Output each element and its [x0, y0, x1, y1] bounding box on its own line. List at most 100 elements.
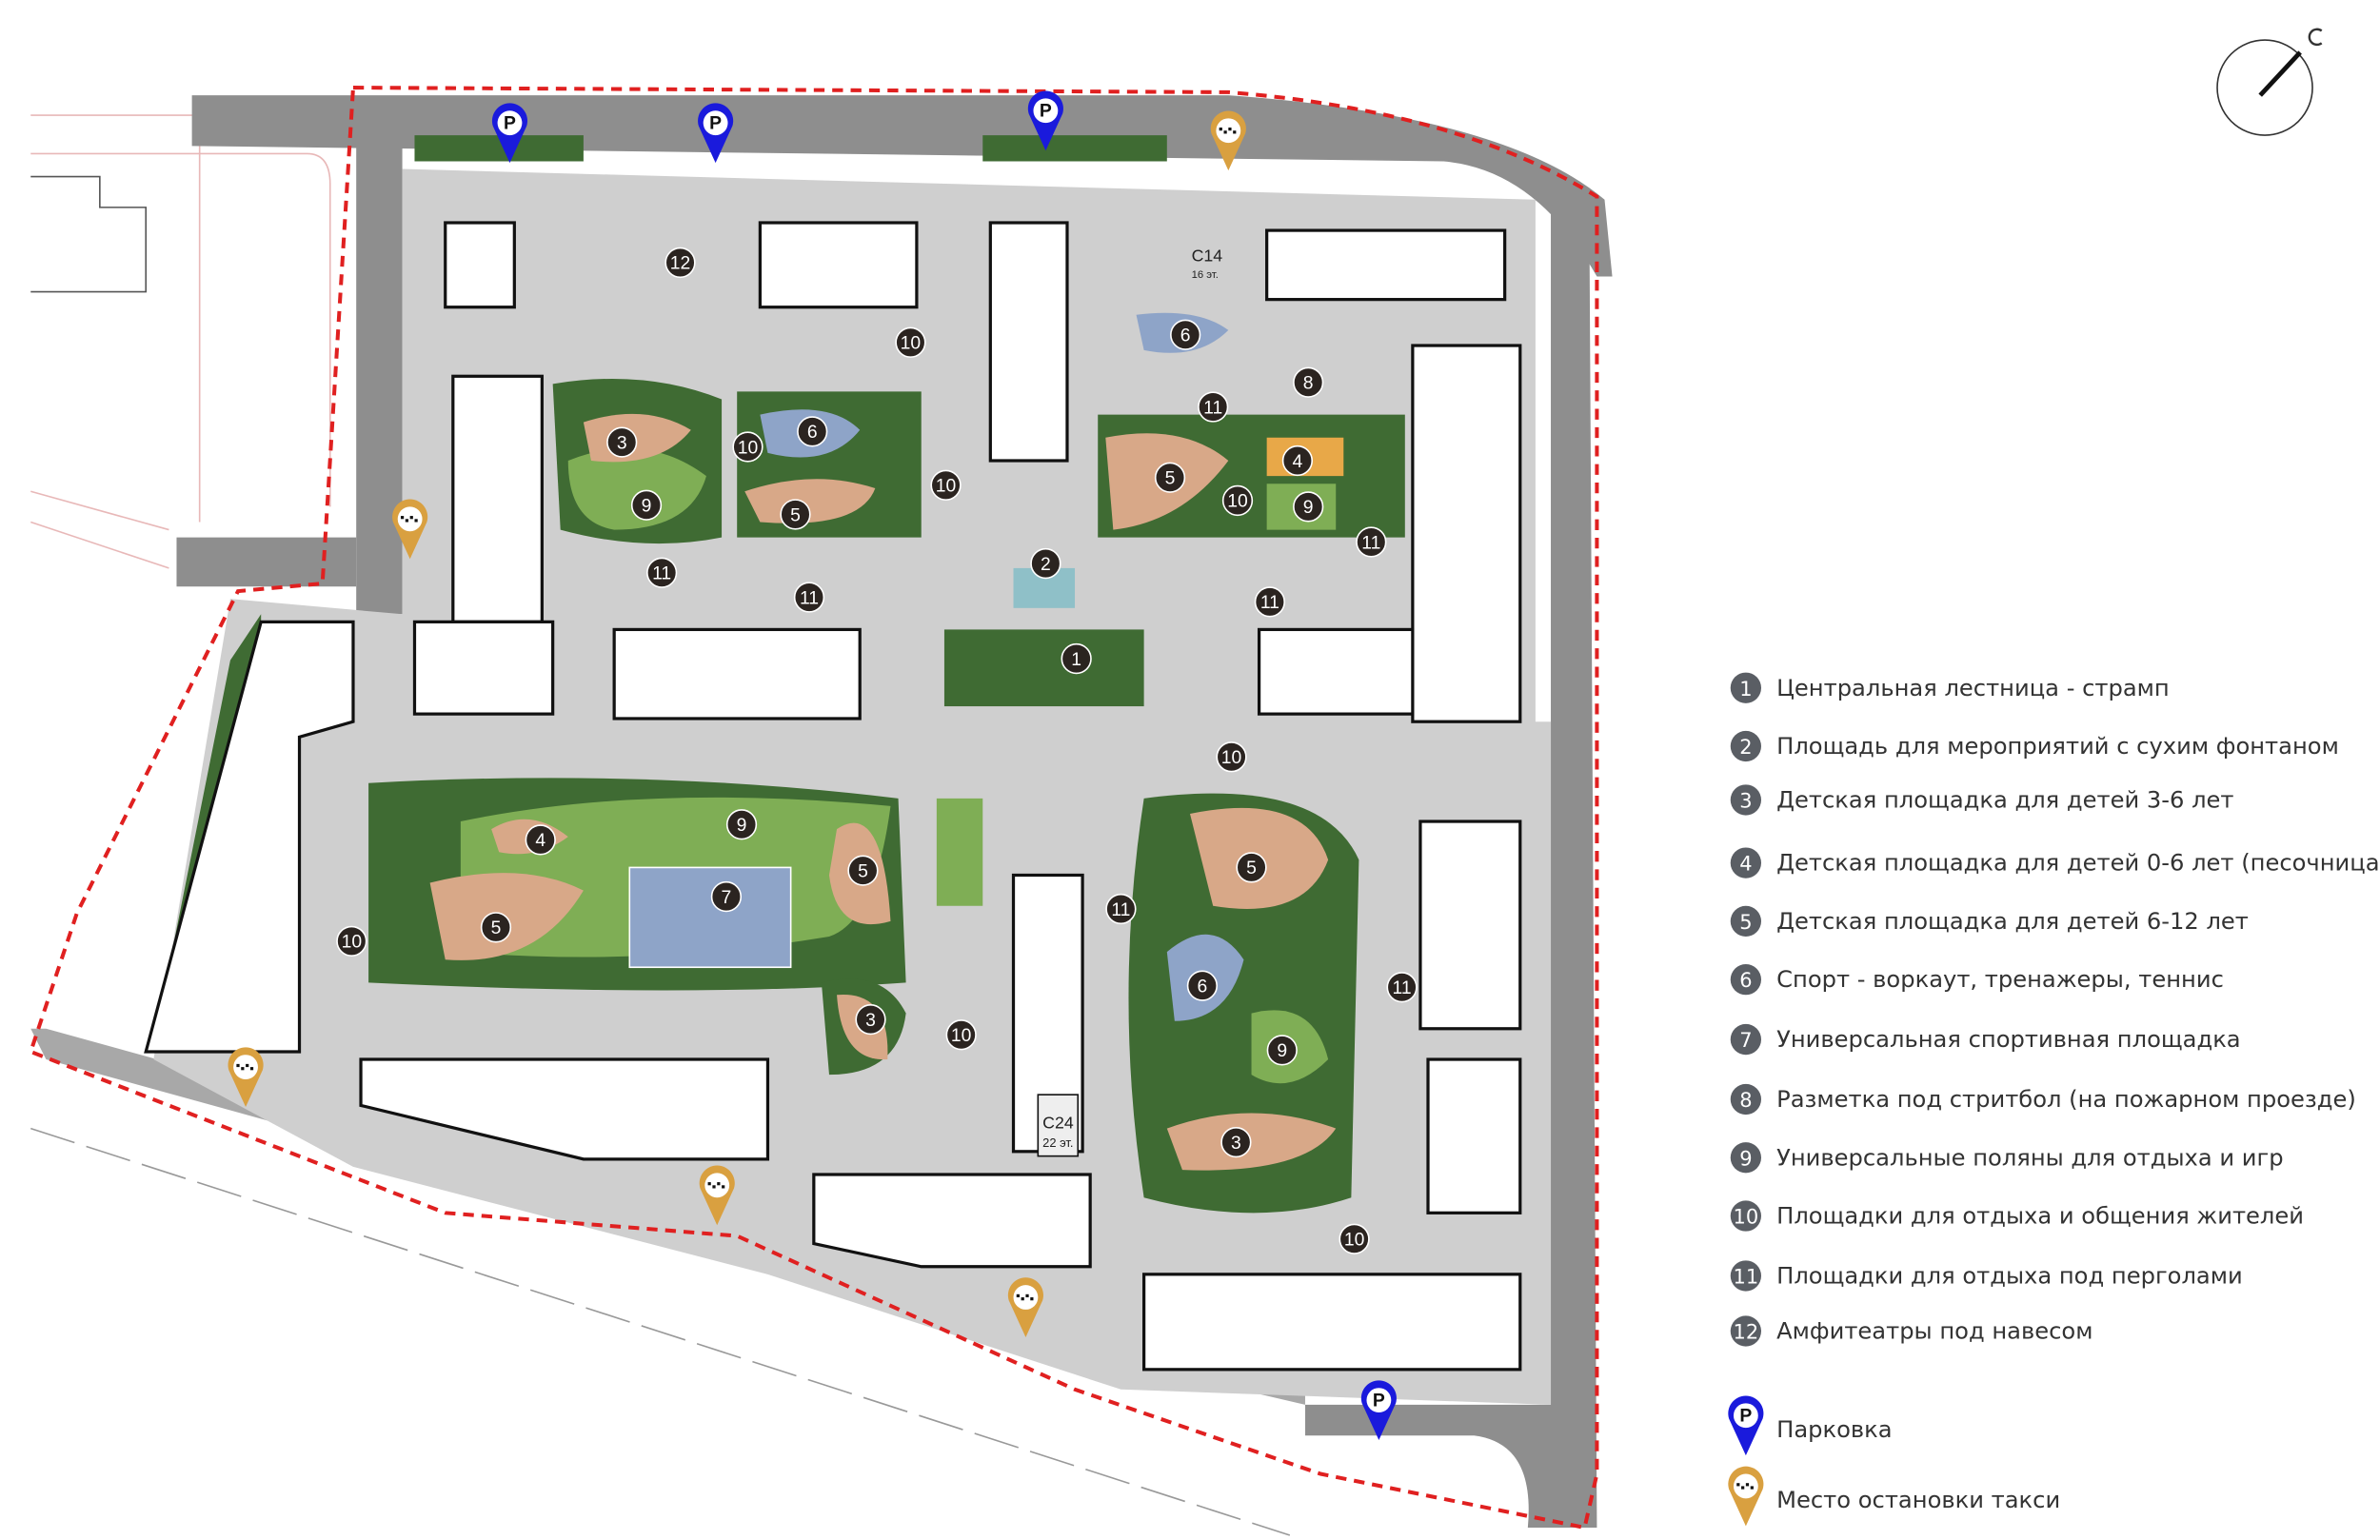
legend-number-badge [1730, 672, 1761, 703]
marker-number: 9 [642, 496, 652, 517]
marker-circle [1221, 484, 1254, 517]
marker-number: 1 [1071, 649, 1081, 670]
marker-circle [1254, 586, 1285, 618]
taxi-pin-face [1733, 1473, 1758, 1499]
marker-number: 9 [1303, 497, 1314, 518]
marker-circle [1339, 1223, 1370, 1254]
zone-marker-3: 3 [606, 426, 638, 458]
zone-marker-10: 10 [945, 1019, 977, 1051]
marker-circle [525, 824, 556, 856]
marker-number: 5 [858, 860, 868, 881]
parking-legend-icon: P [1728, 1395, 1764, 1456]
legend-label: Площадки для отдыха и общения жителей [1776, 1203, 2304, 1230]
marker-circle [1105, 893, 1137, 925]
legend-item-parking: P Парковка [1728, 1395, 1893, 1456]
taxi-checker [246, 1063, 249, 1068]
marker-circle [725, 809, 758, 840]
marker-number: 9 [737, 815, 747, 836]
zone-marker-11: 11 [1356, 526, 1387, 558]
marker-circle [797, 416, 828, 447]
zone-marker-3: 3 [855, 1003, 886, 1036]
zone-marker-5: 5 [480, 912, 512, 943]
parking-pin-icon: P [1027, 90, 1063, 151]
legend-number: 1 [1739, 678, 1752, 701]
legend-number: 7 [1739, 1029, 1752, 1052]
marker-circle [1356, 526, 1387, 558]
zone-marker-10: 10 [1339, 1223, 1370, 1254]
taxi-checker [249, 1067, 254, 1071]
parking-pin-icon: P [1360, 1380, 1397, 1441]
marker-number: 3 [865, 1010, 876, 1031]
parking-letter: P [1040, 101, 1052, 122]
building-label-c24: С24 22 эт. [1037, 1094, 1080, 1157]
legend-item-taxi: Место остановки такси [1728, 1466, 2060, 1527]
legend-label: Парковка [1776, 1416, 1892, 1443]
marker-number: 7 [722, 887, 732, 908]
legend-number-badge [1730, 1315, 1761, 1347]
legend-number-badge [1730, 847, 1761, 879]
parking-pin-face [1033, 98, 1059, 124]
legend-number-badge [1730, 905, 1761, 937]
marker-circle [1293, 366, 1324, 398]
marker-number: 5 [790, 504, 801, 525]
taxi-checker [236, 1063, 240, 1068]
marker-number: 5 [1165, 468, 1176, 489]
legend-number: 4 [1739, 853, 1752, 876]
zone-marker-10: 10 [930, 469, 962, 501]
marker-circle [1293, 491, 1324, 523]
marker-circle [1216, 741, 1247, 773]
zone-marker-9: 9 [725, 809, 758, 840]
legend-number: 12 [1734, 1321, 1759, 1344]
marker-circle [1266, 1035, 1298, 1066]
taxi-pin-icon [699, 1165, 735, 1226]
marker-number: 4 [1293, 451, 1303, 472]
taxi-checker [717, 1182, 721, 1186]
zone-marker-9: 9 [1266, 1035, 1298, 1066]
parking-letter: P [504, 113, 516, 134]
legend-label: Детская площадка для детей 0-6 лет (песо… [1776, 850, 2380, 877]
svg-text:С14: С14 [1192, 246, 1223, 265]
marker-number: 3 [1231, 1133, 1241, 1154]
marker-number: 10 [738, 437, 759, 458]
parking-pin-face [497, 110, 523, 136]
zone-marker-10: 10 [1216, 741, 1247, 773]
marker-number: 5 [491, 918, 502, 938]
zone-marker-10: 10 [1221, 484, 1254, 517]
marker-circle [1186, 970, 1219, 1001]
zone-marker-4: 4 [525, 824, 556, 856]
taxi-checker [400, 516, 405, 520]
taxi-checker [1016, 1293, 1020, 1298]
marker-circle [1030, 547, 1061, 580]
legend-number-badge [1730, 1083, 1761, 1116]
svg-text:С24: С24 [1042, 1114, 1074, 1133]
marker-number: 11 [1361, 532, 1380, 553]
taxi-checker [707, 1182, 711, 1186]
marker-number: 11 [1260, 592, 1279, 613]
marker-number: 11 [1393, 977, 1412, 998]
zone-marker-8: 8 [1293, 366, 1324, 398]
legend-number-badge [1730, 784, 1761, 816]
marker-number: 6 [1198, 976, 1208, 997]
marker-circle [1154, 462, 1186, 493]
zone-marker-11: 11 [1105, 893, 1137, 925]
marker-circle [1061, 642, 1092, 675]
taxi-checker [1745, 1483, 1750, 1487]
marker-circle [664, 247, 696, 279]
legend-number-badge [1730, 964, 1761, 996]
marker-circle [780, 499, 811, 530]
legend-label: Разметка под стритбол (на пожарном проез… [1776, 1086, 2356, 1113]
legend-number-badge [1730, 1023, 1761, 1056]
zone-marker-11: 11 [793, 582, 825, 613]
zone-marker-2: 2 [1030, 547, 1061, 580]
legend-number: 8 [1739, 1089, 1752, 1112]
zone-marker-4: 4 [1281, 444, 1314, 477]
